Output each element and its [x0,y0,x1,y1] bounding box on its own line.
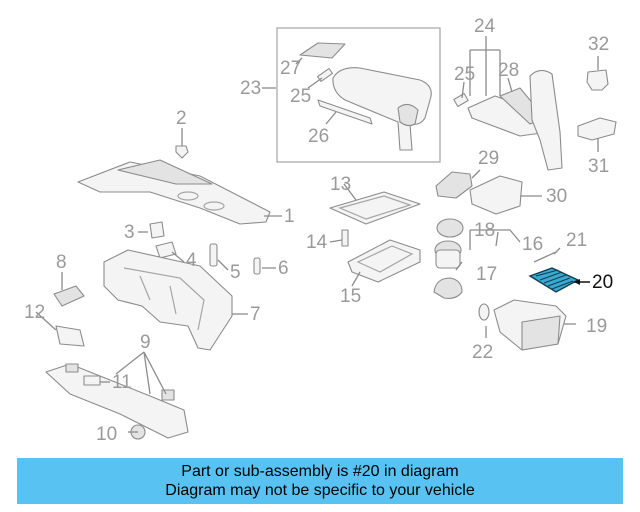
part-18-cup-holder-top [436,218,464,238]
part-21-pin [533,251,557,263]
callout-18: 18 [474,220,495,241]
callout-7: 7 [250,304,261,325]
part-19-bin-front [521,315,561,351]
armrest-latch [397,103,419,127]
callout-2: 2 [176,108,187,129]
part-13-mat [329,191,421,225]
callout-23: 23 [240,78,261,99]
callout-22: 22 [472,342,493,363]
part-31-bracket [577,117,617,141]
callout-6: 6 [278,258,289,279]
part-1-trim-upper [117,159,213,185]
callout-13: 13 [330,174,351,195]
callout-1: 1 [284,206,295,227]
part-2-screw [175,145,189,159]
part-7-frame-detail [123,267,205,331]
part-32-clip [586,69,609,91]
callout-4: 4 [186,250,197,271]
part-7-console-frame [103,249,233,351]
part-27-hinge-pad [299,42,346,59]
callout-29: 29 [478,148,499,169]
part-5-pin [209,243,218,267]
part-12-bracket [55,325,85,347]
part-1-trim-opening-1 [177,191,199,201]
callout-8: 8 [56,252,67,273]
callouts: 1 2 3 4 5 6 7 8 9 10 11 12 13 14 15 16 1… [24,16,613,445]
banner-line-part-number: Part or sub-assembly is #20 in diagram [181,463,459,480]
part-29-bezel [435,171,473,199]
armrest-subassembly-box [276,27,441,163]
callout-26: 26 [308,126,329,147]
callout-19: 19 [586,316,607,337]
callout-31: 31 [588,156,609,177]
callout-25a: 25 [454,64,475,85]
callout-11: 11 [112,372,132,393]
part-4-clip [155,241,177,259]
callout-20: 20 [592,272,613,293]
part-20-mat-ribs [535,269,574,290]
part-22-cap [478,303,490,321]
callout-28: 28 [498,60,519,81]
part-26-trim-strip [317,99,373,125]
part-13-mat-inner [338,195,412,220]
callout-12: 12 [24,302,45,323]
callout-21: 21 [566,230,587,251]
armrest-lid [332,67,432,151]
banner-line-disclaimer: Diagram may not be specific to your vehi… [165,482,475,499]
callout-30: 30 [546,186,567,207]
callout-32: 32 [588,34,609,55]
part-18-cup-holder-body [435,249,461,269]
part-6-pin [253,257,261,275]
part-25-bolt [453,92,469,108]
part-8-trim-piece [53,285,85,307]
info-banner: Part or sub-assembly is #20 in diagram D… [17,458,623,504]
callout-3: 3 [124,222,135,243]
part-1-trim-opening-2 [203,201,225,211]
part-3-switch [149,221,165,239]
part-11-label [83,375,101,386]
callout-27: 27 [280,58,301,79]
callout-14: 14 [306,232,328,253]
part-15-tray-inner [356,245,414,273]
callout-17: 17 [476,264,497,285]
armrest-support-post [529,69,563,171]
callout-15: 15 [340,286,361,307]
callout-25b: 25 [290,86,311,107]
callout-9: 9 [140,332,151,353]
part-9-side-panel [45,363,189,439]
part-9-clip-b [161,389,175,401]
callout-5: 5 [230,262,241,283]
part-30-switch-housing [469,175,523,215]
part-14-fastener [341,229,349,247]
part-17-insert [433,277,463,299]
leader-lines [35,36,599,433]
callout-16: 16 [522,234,543,255]
callout-24: 24 [474,16,496,37]
callout-10: 10 [96,424,117,445]
parts-diagram: 1 2 3 4 5 6 7 8 9 10 11 12 13 14 15 16 1… [24,16,617,445]
part-9-clip-a [65,363,79,373]
